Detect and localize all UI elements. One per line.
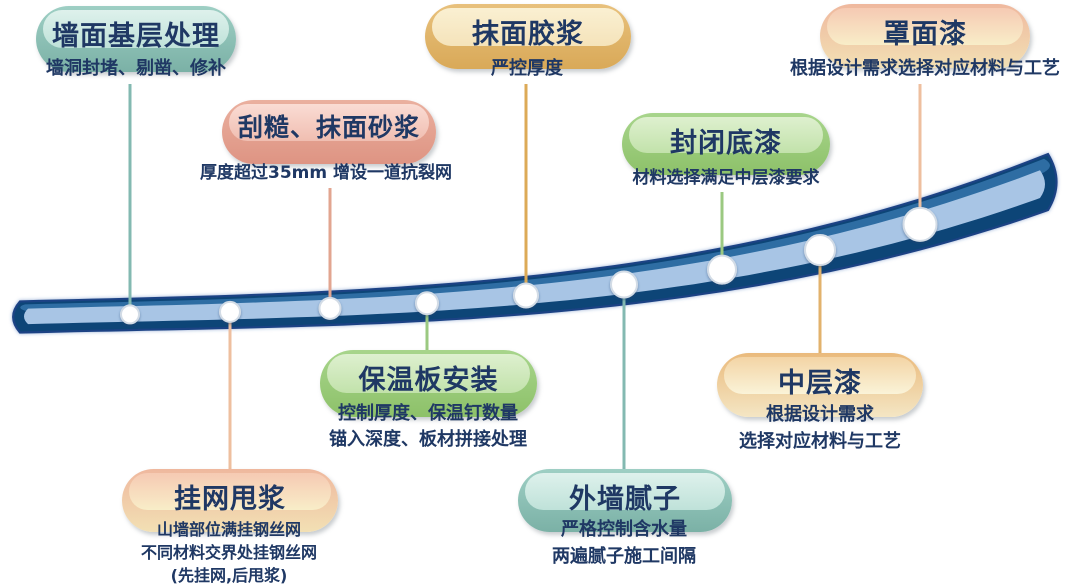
step-pill-face — [724, 357, 916, 394]
step-note: 锚入深度、板材拼接处理 — [329, 429, 527, 450]
step-pill: 封闭底漆 — [622, 113, 830, 175]
step-note: 选择对应材料与工艺 — [739, 431, 901, 452]
step-note: 根据设计需求 — [766, 404, 874, 425]
step-pill-face — [43, 10, 229, 48]
step-title: 挂网甩浆 — [174, 484, 286, 515]
timeline-dot — [120, 304, 140, 325]
step-pill-face — [229, 104, 429, 141]
timeline-dot — [610, 270, 638, 299]
step-title: 封闭底漆 — [670, 128, 782, 159]
timeline-dot — [902, 206, 938, 242]
step-pill-face — [432, 8, 624, 46]
step-title: 罩面漆 — [883, 19, 967, 50]
step-pill-face — [629, 117, 823, 153]
step-pill: 外墙腻子 — [518, 469, 732, 532]
step-pill-face — [525, 473, 725, 510]
step-pill: 抹面胶浆 — [425, 4, 631, 69]
step-pill-face — [327, 354, 530, 393]
step-title: 抹面胶浆 — [472, 19, 584, 50]
step-note: 严控厚度 — [491, 58, 563, 79]
step-note: 山墙部位满挂钢丝网 — [156, 520, 301, 539]
timeline-dot — [415, 291, 439, 316]
step-pill: 罩面漆 — [820, 4, 1030, 68]
timeline-dot — [219, 300, 241, 323]
step-title: 墙面基层处理 — [52, 21, 220, 52]
step-note: 不同材料交界处挂钢丝网 — [140, 543, 317, 562]
step-pill-face — [827, 8, 1023, 45]
step-pill: 中层漆 — [717, 353, 923, 417]
step-note: 严格控制含水量 — [561, 519, 687, 540]
timeline-dot — [804, 234, 836, 267]
step-title: 中层漆 — [778, 368, 862, 399]
step-pill: 刮糙、抹面砂浆 — [222, 100, 436, 164]
timeline-dot — [318, 296, 342, 320]
step-title: 外墙腻子 — [569, 484, 681, 515]
step-note: 两遍腻子施工间隔 — [552, 546, 696, 567]
step-note: 厚度超过35mm 增设一道抗裂网 — [199, 163, 452, 183]
step-pill: 保温板安装 — [320, 350, 537, 417]
step-note: 墙洞封堵、剔凿、修补 — [46, 58, 226, 79]
step-title: 刮糙、抹面砂浆 — [237, 113, 420, 142]
step-note: 控制厚度、保温钉数量 — [338, 403, 518, 424]
step-pill-face — [129, 473, 331, 510]
step-pill: 墙面基层处理 — [36, 6, 236, 72]
step-note: 根据设计需求选择对应材料与工艺 — [790, 58, 1060, 79]
step-pill: 挂网甩浆 — [122, 469, 338, 532]
step-note: (先挂网,后甩浆) — [170, 566, 288, 585]
step-note: 材料选择满足中层漆要求 — [632, 168, 820, 188]
timeline-dot — [707, 254, 737, 285]
timeline-dot — [513, 282, 539, 309]
step-title: 保温板安装 — [358, 365, 499, 396]
